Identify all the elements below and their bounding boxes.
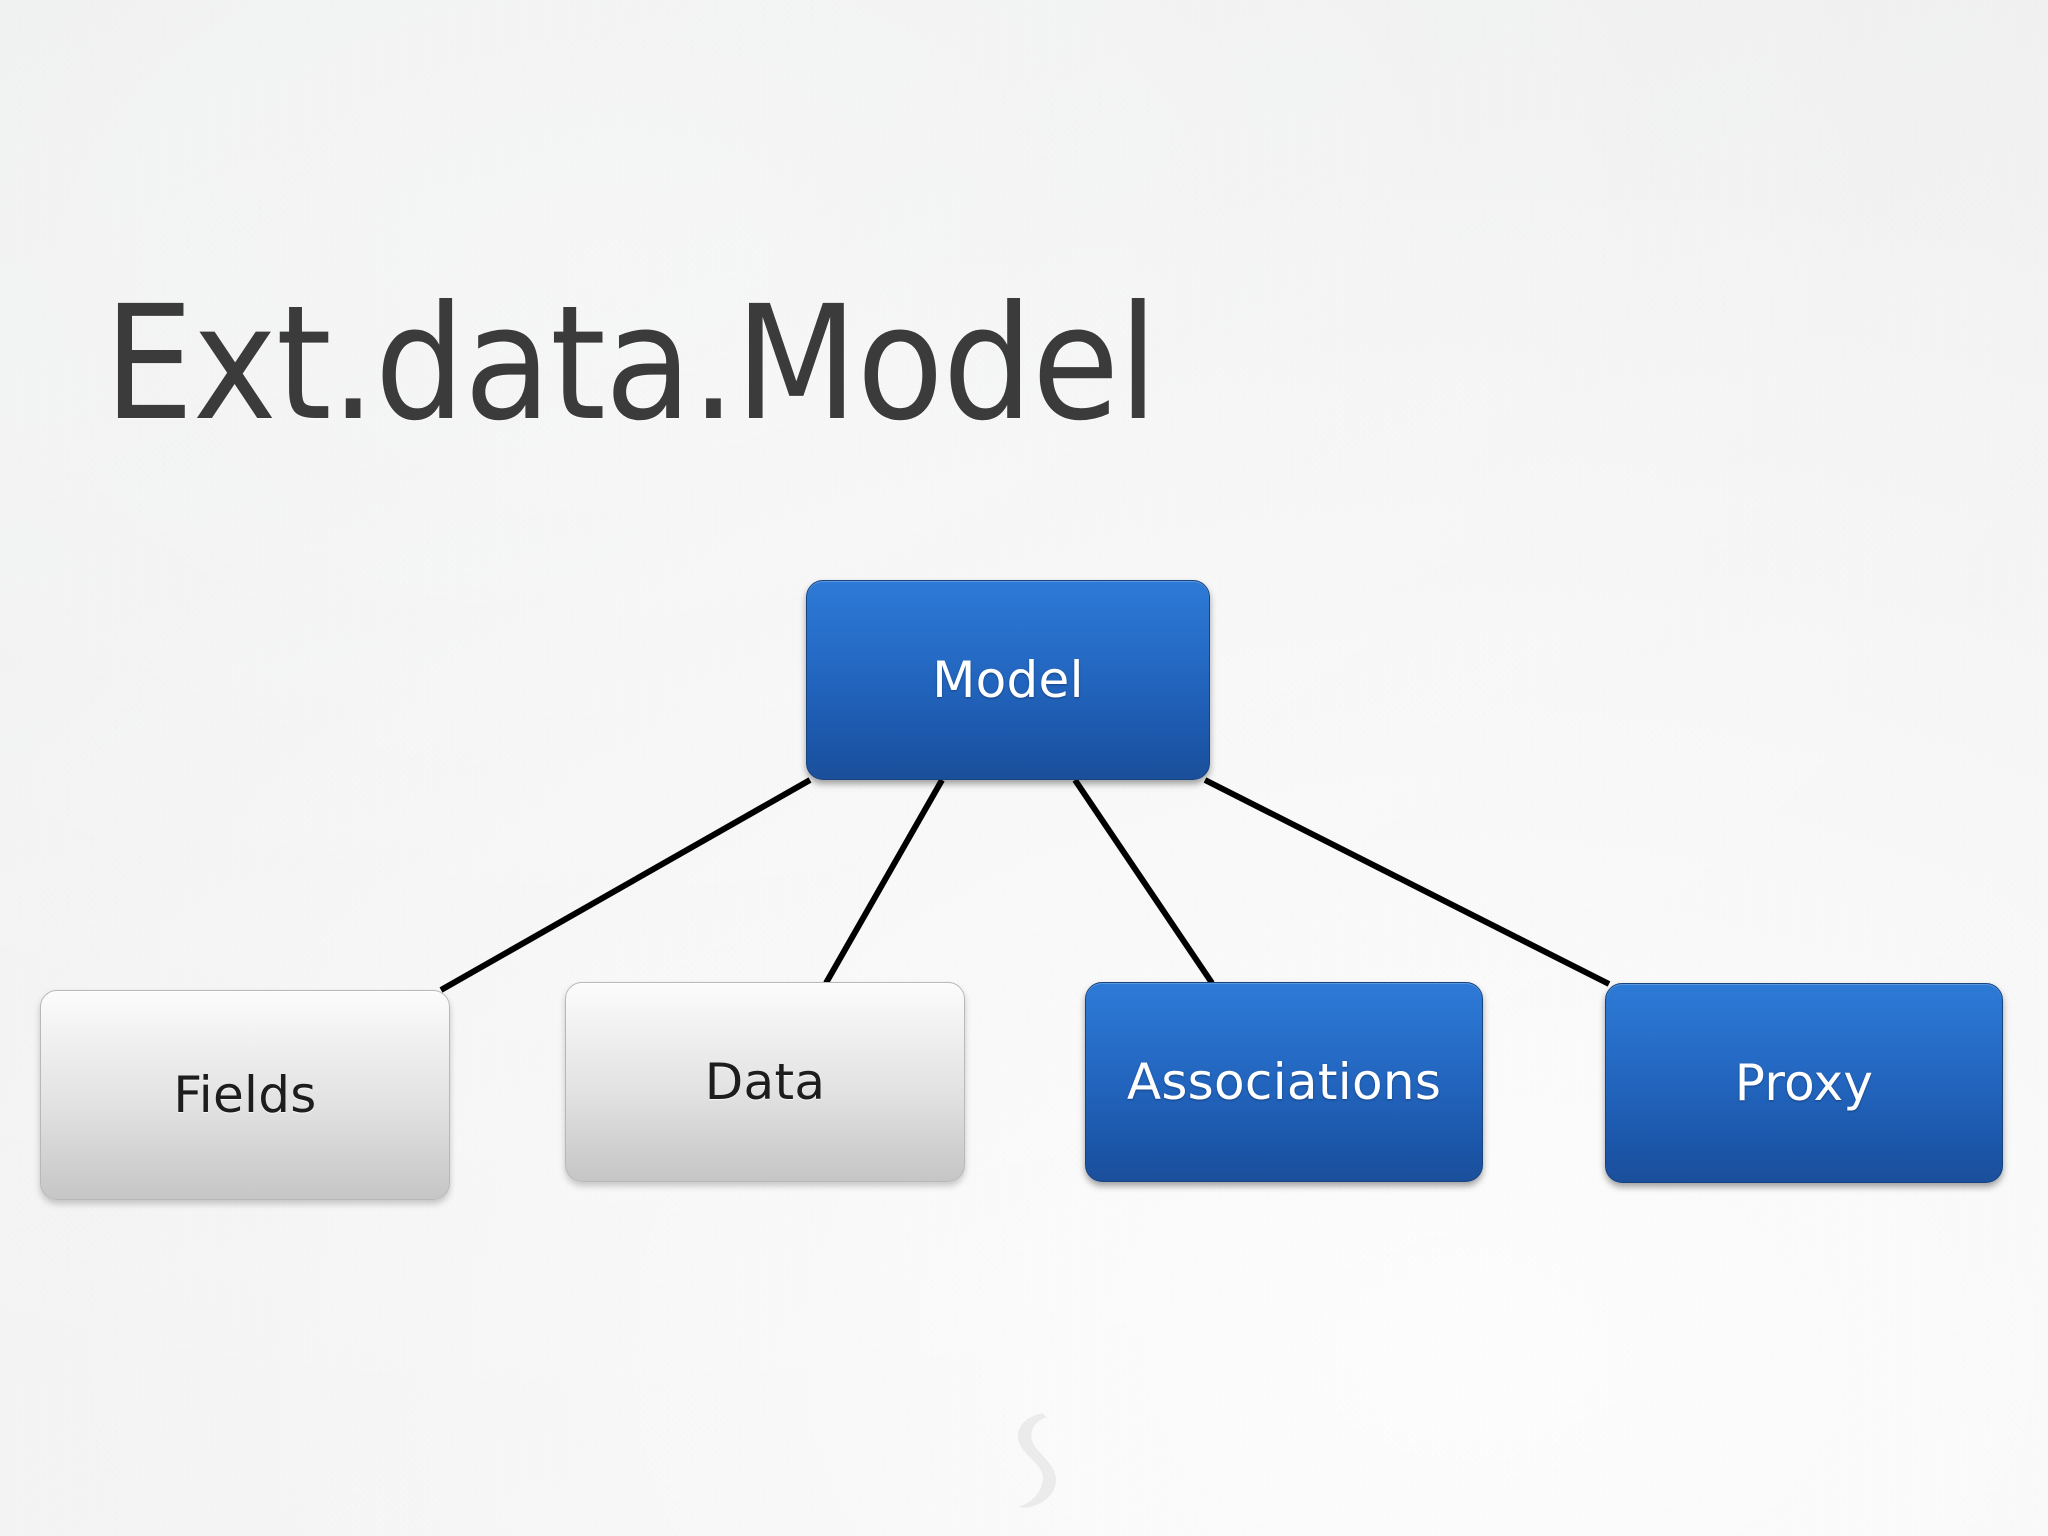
node-proxy-label: Proxy (1734, 1054, 1874, 1112)
node-model[interactable]: Model (806, 580, 1210, 780)
page-title: Ext.data.Model (104, 271, 1158, 456)
connector-model-to-proxy (1203, 777, 1611, 987)
node-associations[interactable]: Associations (1085, 982, 1483, 1182)
node-fields-label: Fields (173, 1066, 317, 1124)
connector-model-to-data (823, 778, 945, 985)
node-data[interactable]: Data (565, 982, 965, 1182)
connector-model-to-associations (1072, 778, 1215, 985)
node-associations-label: Associations (1126, 1053, 1442, 1111)
node-model-label: Model (932, 651, 1084, 709)
connector-model-to-fields (439, 777, 812, 993)
node-fields[interactable]: Fields (40, 990, 450, 1200)
node-data-label: Data (704, 1053, 826, 1111)
node-proxy[interactable]: Proxy (1605, 983, 2003, 1183)
keynote-swirl-watermark-icon (1018, 1413, 1056, 1508)
